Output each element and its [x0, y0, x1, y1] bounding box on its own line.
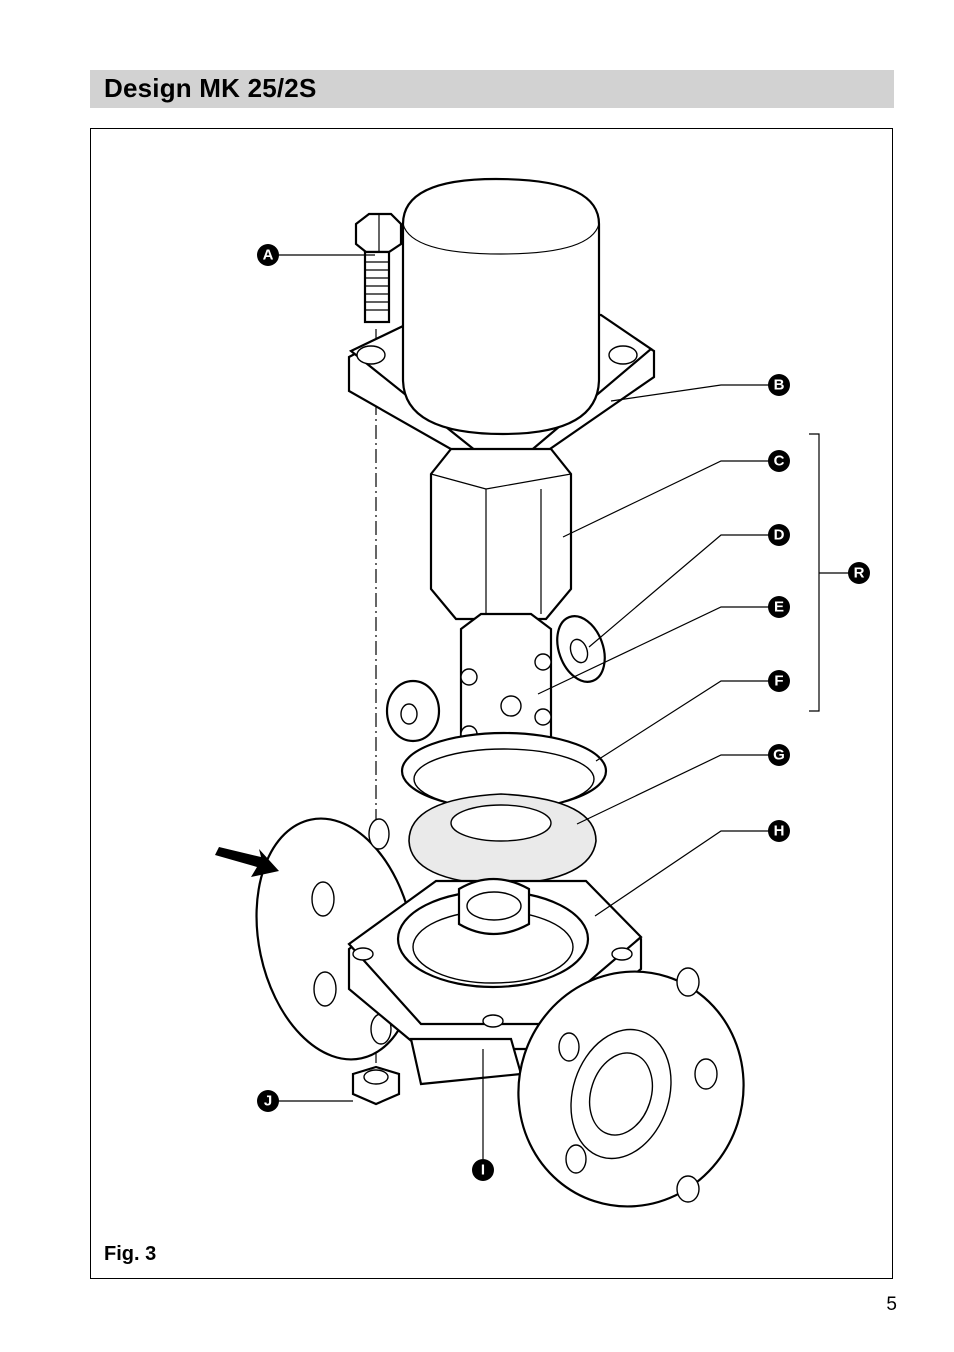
figure-caption: Fig. 3 — [104, 1243, 156, 1266]
svg-text:R: R — [854, 565, 865, 582]
bolt — [356, 214, 401, 322]
label-i: I — [472, 1159, 494, 1181]
label-b: B — [768, 374, 790, 396]
label-e: E — [768, 596, 790, 618]
svg-text:E: E — [774, 599, 784, 616]
label-f: F — [768, 670, 790, 692]
svg-text:F: F — [774, 673, 783, 690]
nut — [353, 1067, 399, 1104]
page-title: Design MK 25/2S — [104, 73, 317, 104]
svg-text:I: I — [481, 1162, 485, 1179]
svg-text:G: G — [773, 747, 785, 764]
bracket-r — [809, 434, 819, 711]
label-h: H — [768, 820, 790, 842]
flow-direction-arrow — [215, 847, 279, 877]
section-header: Design MK 25/2S — [90, 70, 894, 108]
valve-exploded-diagram: A B C D E F G H — [91, 129, 894, 1280]
svg-text:D: D — [774, 527, 785, 544]
strainer — [409, 794, 596, 885]
page-number: 5 — [886, 1294, 897, 1316]
svg-text:C: C — [774, 453, 785, 470]
label-a: A — [257, 244, 279, 266]
label-d: D — [768, 524, 790, 546]
svg-text:J: J — [264, 1093, 272, 1110]
label-j: J — [257, 1090, 279, 1112]
label-c: C — [768, 450, 790, 472]
label-r: R — [848, 562, 870, 584]
hex-sleeve — [431, 449, 571, 619]
label-g: G — [768, 744, 790, 766]
figure-frame: A B C D E F G H — [90, 128, 893, 1279]
svg-text:B: B — [774, 377, 785, 394]
svg-text:H: H — [774, 823, 785, 840]
svg-text:A: A — [263, 247, 274, 264]
